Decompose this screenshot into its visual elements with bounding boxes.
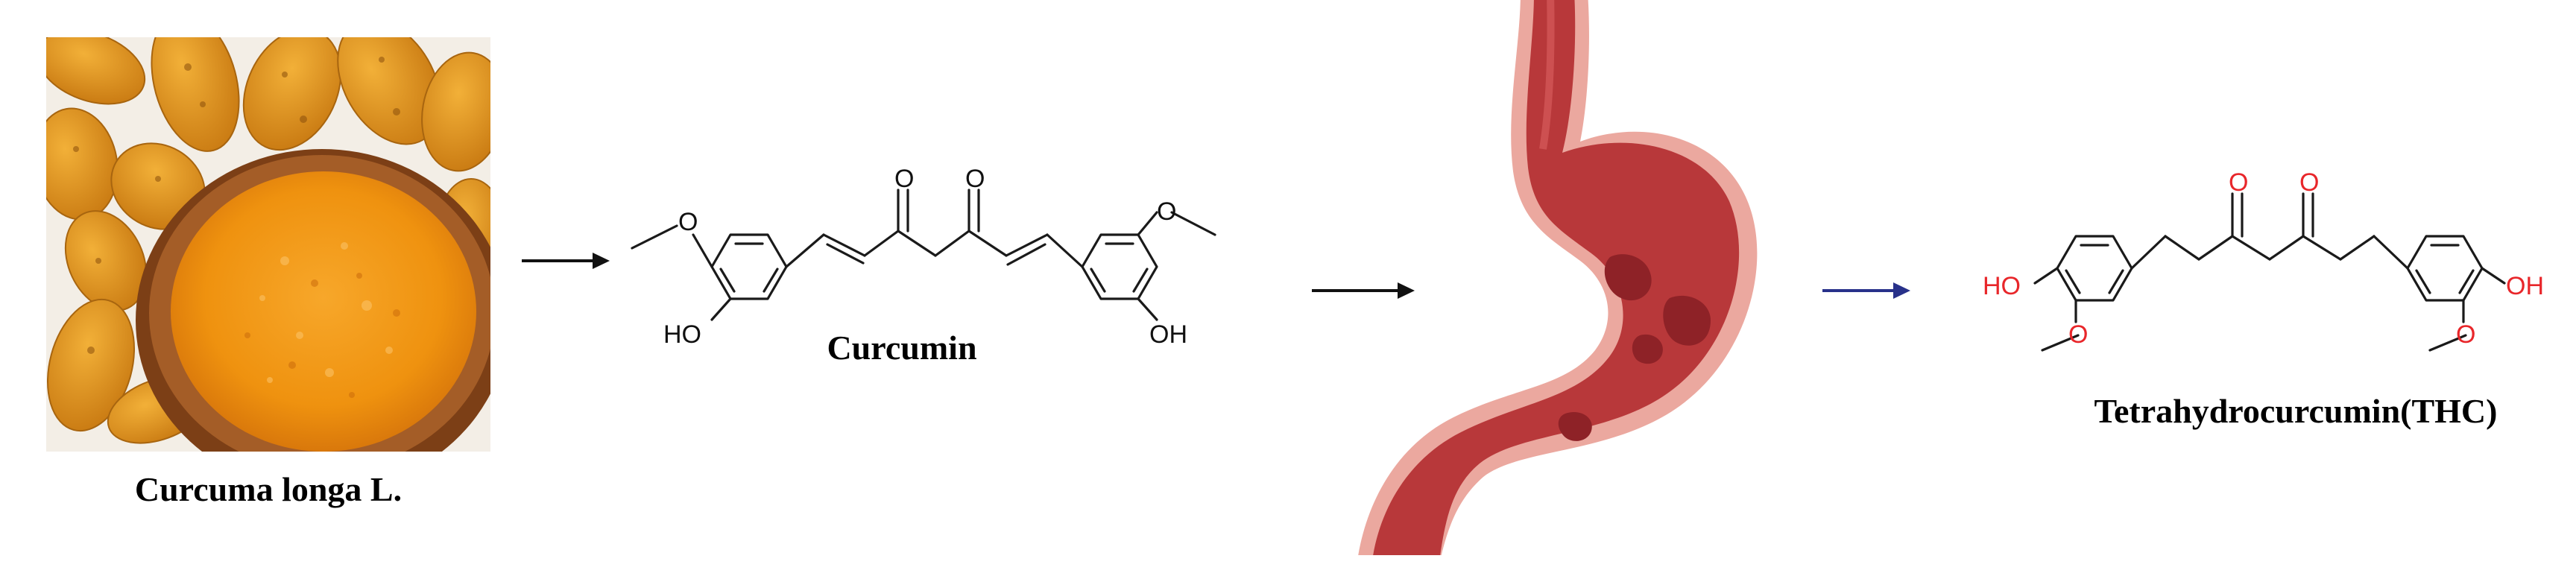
curcumin-methoxy-oxygen-right: O: [1157, 197, 1176, 226]
arrow-stomach-to-thc: [1822, 282, 1910, 299]
curcumin-caption: Curcumin: [827, 329, 977, 367]
plant-caption: Curcuma longa L.: [134, 470, 402, 508]
thc-methoxy-oxygen-right: O: [2456, 320, 2475, 349]
curcumin-methoxy-oxygen-left: O: [678, 208, 698, 236]
thc-hydroxyl-right: OH: [2506, 272, 2544, 300]
curcumin-structure: O HO O O O OH: [631, 165, 1216, 349]
arrow-plant-to-curcumin: [522, 253, 610, 269]
thc-hydroxyl-left: HO: [1983, 272, 2021, 300]
curcumin-hydroxyl-left: HO: [663, 320, 701, 349]
turmeric-photo-icon: [46, 37, 490, 452]
thc-carbonyl-oxygen-1: O: [2229, 168, 2248, 197]
thc-caption: Tetrahydrocurcumin(THC): [2094, 392, 2498, 430]
stomach-icon: [1358, 0, 1758, 555]
turmeric-panel: Curcuma longa L.: [46, 37, 490, 508]
curcumin-carbonyl-oxygen-1: O: [894, 165, 914, 193]
curcumin-hydroxyl-right: OH: [1149, 320, 1187, 349]
arrow-curcumin-to-stomach: [1312, 282, 1415, 299]
thc-carbonyl-oxygen-2: O: [2299, 168, 2319, 197]
curcumin-carbonyl-oxygen-2: O: [965, 165, 985, 193]
thc-methoxy-oxygen-left: O: [2068, 320, 2088, 349]
thc-structure: HO O O O OH O: [1983, 168, 2544, 352]
